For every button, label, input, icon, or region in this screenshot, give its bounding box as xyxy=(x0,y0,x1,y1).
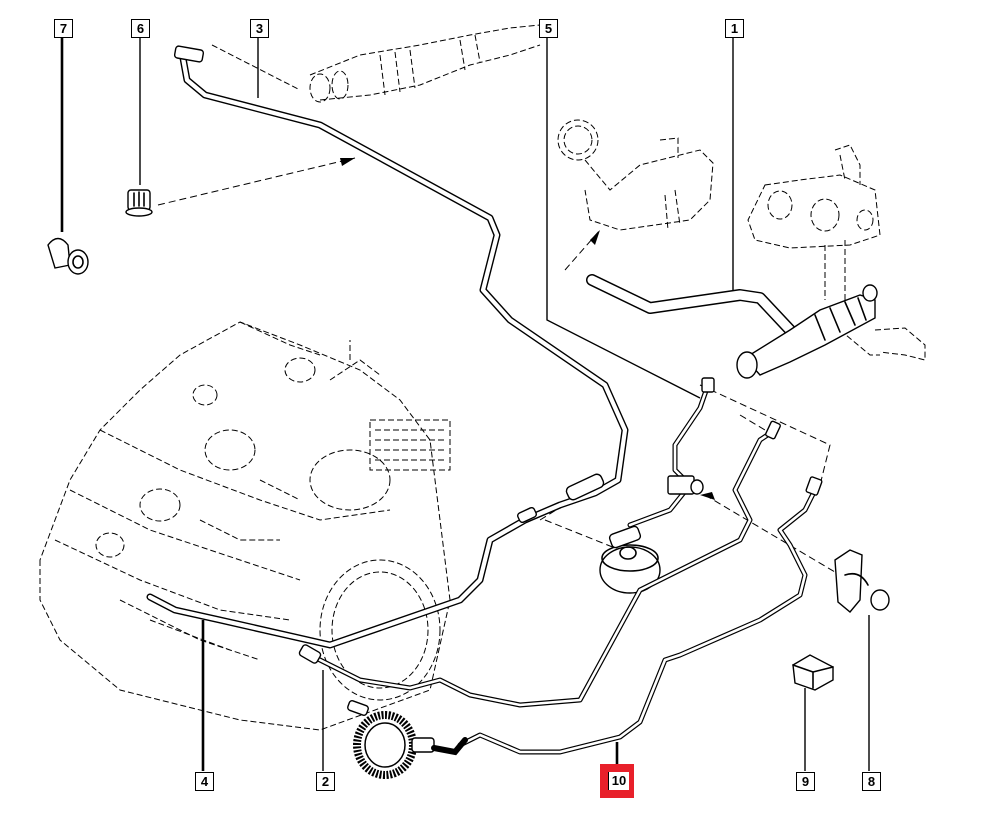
pipe-union-connector xyxy=(565,473,605,501)
reservoir-hose-1 xyxy=(586,274,796,336)
callout-6[interactable]: 6 xyxy=(131,19,150,38)
callout-3[interactable]: 3 xyxy=(250,19,269,38)
pipe-5 xyxy=(627,382,711,528)
arrow-head xyxy=(590,230,600,245)
callout-7[interactable]: 7 xyxy=(54,19,73,38)
slave-cylinder-damper xyxy=(599,525,661,594)
part-6-push-clip xyxy=(125,189,153,217)
pipe-3-end-fitting xyxy=(173,45,205,63)
reservoir-ghost xyxy=(557,119,714,231)
pedal-box-ghost xyxy=(747,144,926,361)
part-8-double-clip xyxy=(834,549,890,613)
pipe-2 xyxy=(307,427,778,708)
master-cylinder xyxy=(736,284,878,379)
callout-2[interactable]: 2 xyxy=(316,772,335,791)
damper-ring xyxy=(347,700,468,779)
pipe-3 xyxy=(146,54,629,649)
pipe-2-top-fitting xyxy=(765,420,781,440)
part-7-small-clip xyxy=(47,237,89,275)
callout-1[interactable]: 1 xyxy=(725,19,744,38)
callout-4[interactable]: 4 xyxy=(195,772,214,791)
master-cylinder-ghost-top xyxy=(211,24,541,103)
arrow-head xyxy=(340,158,355,166)
callout-8[interactable]: 8 xyxy=(862,772,881,791)
pipe-2-end-fitting xyxy=(298,644,322,664)
mid-pipe-clip-knob xyxy=(690,479,704,495)
callout-10-label: 10 xyxy=(608,772,629,790)
gearbox-housing-ghost xyxy=(39,321,451,731)
callout-5[interactable]: 5 xyxy=(539,19,558,38)
pipe-5-fitting xyxy=(701,377,715,393)
callout-9[interactable]: 9 xyxy=(796,772,815,791)
arrow-head xyxy=(700,492,715,500)
callout-10-highlighted[interactable]: 10 xyxy=(600,764,634,798)
leader-lines xyxy=(60,38,870,771)
mid-pipe-clip xyxy=(667,475,695,495)
pipe-10-top-fitting xyxy=(805,476,823,496)
part-9-clip-block xyxy=(792,654,834,691)
pipe-end-nut xyxy=(517,506,537,524)
pipe-10 xyxy=(457,487,818,755)
